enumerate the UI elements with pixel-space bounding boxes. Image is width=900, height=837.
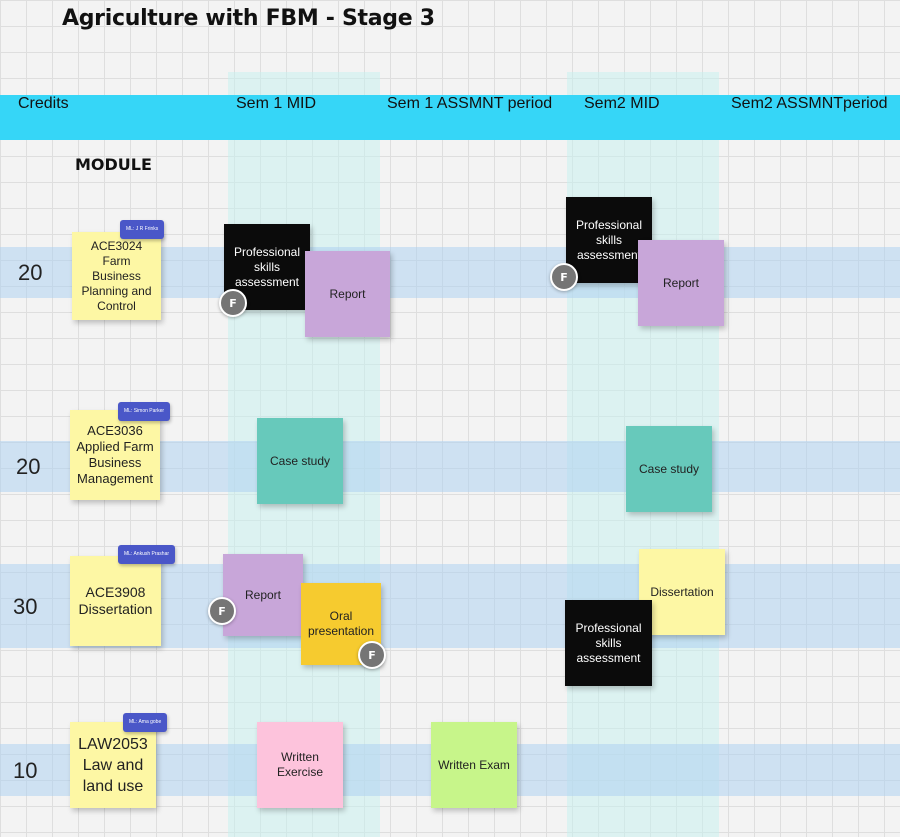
sticky-note[interactable]: Case study <box>257 418 343 504</box>
note-text: Professional skills assessment <box>575 620 642 665</box>
author-avatar[interactable]: F <box>219 289 247 317</box>
module-note-text: ACE3908 Dissertation <box>78 584 153 617</box>
credits-row-1: 20 <box>18 260 43 285</box>
module-leader-tag[interactable]: ML: Simon Parker <box>118 402 171 421</box>
sticky-note[interactable]: Professional skills assessment <box>566 197 652 283</box>
credits-row-4: 10 <box>13 758 38 783</box>
header-credits[interactable]: Credits <box>18 95 69 112</box>
note-text: Case study <box>638 461 700 476</box>
header-sem1-mid[interactable]: Sem 1 MID <box>236 95 317 112</box>
note-text: Oral presentation <box>307 609 375 638</box>
header-sem2-mid[interactable]: Sem2 MID <box>584 95 660 112</box>
note-text: Professional skills assessment <box>575 217 643 262</box>
sticky-note[interactable]: Report <box>638 240 724 326</box>
note-text: Report <box>244 587 282 602</box>
note-text: Professional skills assessment <box>233 244 301 289</box>
sticky-note[interactable]: Professional skills assessment <box>565 600 652 686</box>
credits-row-3: 30 <box>13 594 38 619</box>
module-note-text: ACE3036 Applied Farm Business Management <box>76 423 154 486</box>
author-avatar[interactable]: F <box>358 641 386 669</box>
module-note-text: ACE3024 Farm Business Planning and Contr… <box>81 238 152 313</box>
author-avatar[interactable]: F <box>208 597 236 625</box>
module-leader-tag[interactable]: ML: Ankush Prashar <box>118 545 176 564</box>
module-label: MODULE <box>75 155 152 174</box>
note-text: Written Exercise <box>276 750 323 779</box>
header-sem2-assmnt[interactable]: Sem2 ASSMNTperiod <box>731 95 888 112</box>
note-text: Report <box>662 275 700 290</box>
module-note-ace3908[interactable]: ACE3908 Dissertation <box>70 556 161 646</box>
note-text: Case study <box>269 453 331 468</box>
sticky-note[interactable]: Case study <box>626 426 712 512</box>
note-text: Dissertation <box>650 584 714 599</box>
note-text: Written Exam <box>438 757 510 772</box>
author-avatar[interactable]: F <box>550 263 578 291</box>
sticky-note[interactable]: Report <box>305 251 390 337</box>
credits-row-2: 20 <box>16 454 41 479</box>
module-note-ace3024[interactable]: ACE3024 Farm Business Planning and Contr… <box>72 232 161 320</box>
module-leader-tag[interactable]: ML: J R Frinks <box>120 220 165 239</box>
header-bar[interactable] <box>0 95 900 140</box>
module-note-law2053[interactable]: LAW2053 Law and land use <box>70 722 156 808</box>
board-title: Agriculture with FBM - Stage 3 <box>62 6 435 31</box>
module-leader-tag[interactable]: ML: Ama gobe <box>123 713 168 732</box>
sticky-note[interactable]: Report <box>223 554 303 636</box>
note-text: Report <box>329 286 366 301</box>
module-note-text: LAW2053 Law and land use <box>78 735 148 795</box>
module-note-ace3036[interactable]: ACE3036 Applied Farm Business Management <box>70 410 160 500</box>
sticky-note[interactable]: Written Exam <box>431 722 517 808</box>
sticky-note[interactable]: Written Exercise <box>257 722 343 808</box>
sticky-note[interactable]: Dissertation <box>639 549 725 635</box>
header-sem1-assmnt[interactable]: Sem 1 ASSMNT period <box>387 95 553 112</box>
